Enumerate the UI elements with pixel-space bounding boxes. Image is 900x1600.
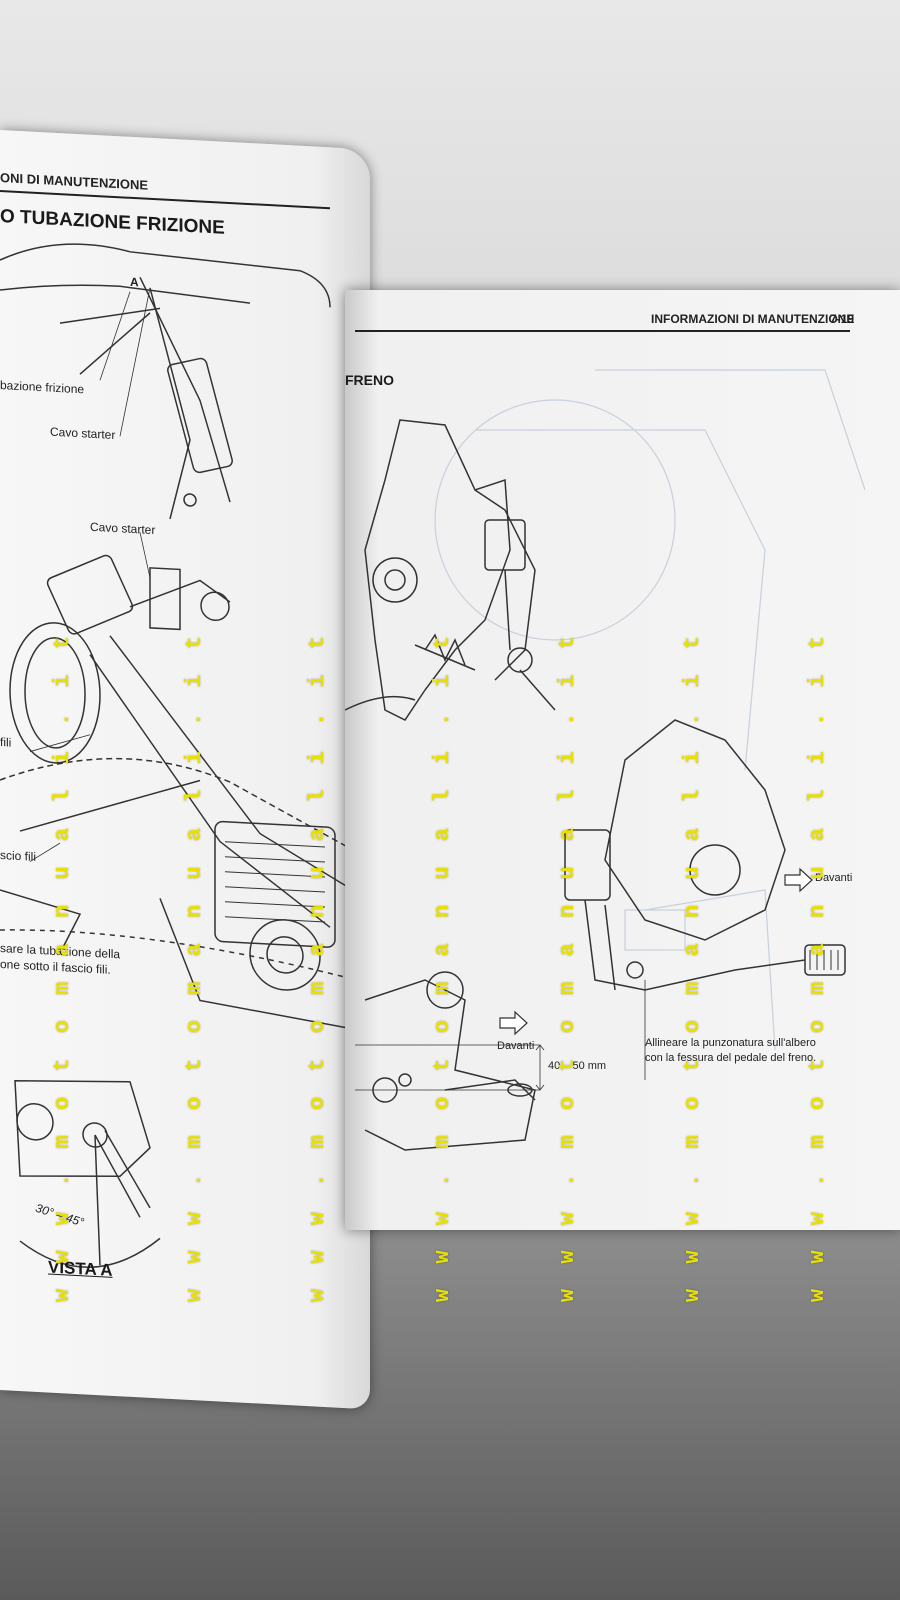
right-page-header: INFORMAZIONI DI MANUTENZIONE [651, 312, 855, 326]
label-measurement: 40 – 50 mm [548, 1060, 607, 1072]
right-section-title: FRENO [345, 372, 394, 388]
marker-a: A [130, 274, 139, 290]
note-punzonatura-line2: con la fessura del pedale del freno. [645, 1052, 817, 1064]
watermark-column-4: w w w . m o t o m a n u a l i . i t [430, 630, 455, 1303]
watermark-column-7: w w w . m o t o m a n u a l i . i t [805, 630, 830, 1303]
clutch-hose-diagram [0, 243, 351, 1268]
watermark-column-2: w w w . m o t o m a n u a l i . i t [182, 630, 207, 1303]
label-fili: fili [0, 735, 12, 750]
right-header-rule [355, 330, 850, 332]
label-davanti-left: Davanti [497, 1040, 535, 1052]
label-fascio-fili: scio fili [0, 848, 37, 864]
note-punzonatura: Allineare la punzonatura sull'albero con… [645, 1036, 816, 1066]
label-davanti-right: Davanti [815, 872, 853, 884]
watermark-column-3: w w w . m o t o m a n u a l i . i t [305, 630, 330, 1303]
watermark-column-6: w w w . m o t o m a n u a l i . i t [680, 630, 705, 1303]
right-page: INFORMAZIONI DI MANUTENZIONE 7-19 FRENO [345, 290, 900, 1230]
left-page: ONI DI MANUTENZIONE O TUBAZIONE FRIZIONE [0, 130, 370, 1410]
watermark-column-1: w w w . m o t o m a n u a l i . i t [50, 630, 75, 1303]
brake-pedal-diagram [345, 369, 866, 1151]
watermark-column-5: w w w . m o t o m a n u a l i . i t [555, 630, 580, 1303]
page-number: 7-19 [830, 312, 855, 326]
note-punzonatura-line1: Allineare la punzonatura sull'albero [645, 1037, 816, 1049]
